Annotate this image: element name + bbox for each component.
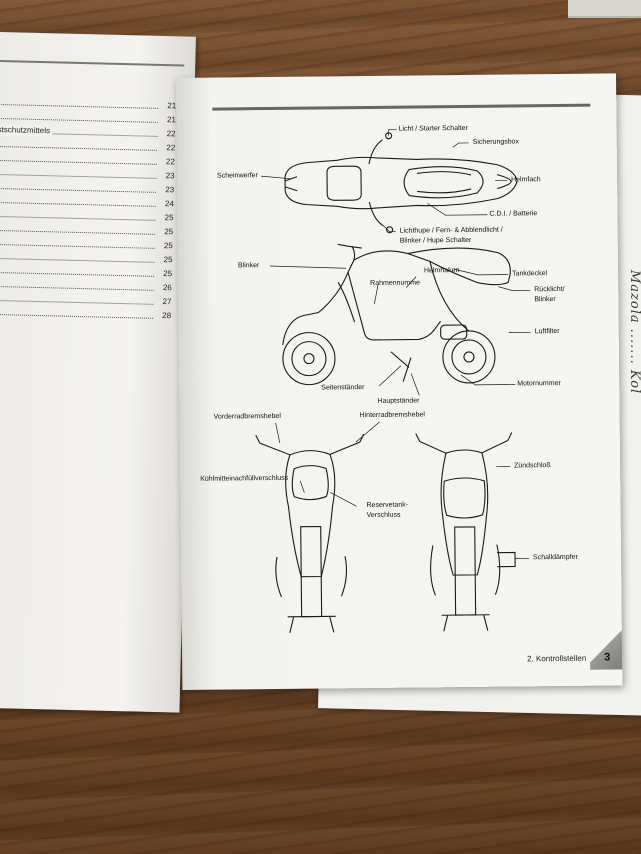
label-switch-cluster-line2: Blinker / Hupe Schalter (399, 236, 472, 245)
label-switch-cluster-line1: Lichthupe / Fern- & Abblendlicht / (399, 226, 503, 235)
toc-entry: 28 (0, 306, 171, 322)
label-helmet-compartment: Helmfach (511, 176, 541, 184)
label-fuse-box: Sicherungsbox (472, 138, 520, 146)
scooter-diagram (255, 129, 531, 633)
card-edge (568, 0, 641, 18)
section-footer: 2. Kontrollstellen (527, 653, 587, 664)
label-cdi-battery: C.D.I. / Batterie (489, 210, 538, 218)
label-helmet-hook: Helmhaken (423, 267, 460, 275)
scooter-rear-view (415, 432, 516, 632)
label-coolant-filler-cap: Kühlmitteinachfüllverschluss (200, 474, 289, 483)
label-muffler: Schalldämpfer (533, 553, 578, 562)
label-center-stand: Hauptständer (377, 397, 420, 405)
label-side-stand: Seitenständer (321, 384, 365, 392)
label-air-filter: Luftfilter (534, 327, 560, 336)
label-tail-light-line2: Blinker (534, 296, 556, 304)
label-rear-brake-lever: Hinterradbremshebel (359, 411, 425, 420)
label-reserve-tank-line1: Reservetank- (366, 501, 409, 510)
label-turn-signal: Blinker (237, 262, 260, 270)
label-light-starter-switch: Licht / Starter Schalter (398, 124, 468, 133)
page-corner-tab (589, 629, 623, 670)
scooter-top-view (284, 132, 518, 234)
handwritten-note: Mazola ....... Kol (627, 270, 641, 395)
scooter-side-view (282, 243, 511, 386)
label-tail-light-line1: Rücklicht/ (534, 285, 565, 294)
scooter-front-view (255, 433, 365, 633)
label-reserve-tank-line2: Verschluss (366, 511, 401, 520)
label-ignition-lock: Zündschloß (514, 462, 551, 470)
label-engine-number: Motornummer (517, 379, 561, 388)
right-page-diagram: Licht / Starter Schalter Sicherungsbox S… (176, 73, 623, 690)
label-frame-number: Rahmennumme (370, 279, 421, 287)
label-front-brake-lever: Vorderradbremshebel (213, 412, 281, 421)
label-headlight: Scheinwerfer (216, 172, 258, 180)
label-fuel-cap: Tankdeckel (512, 270, 548, 278)
page-number: 3 (604, 651, 611, 664)
left-page-rule (0, 59, 185, 67)
